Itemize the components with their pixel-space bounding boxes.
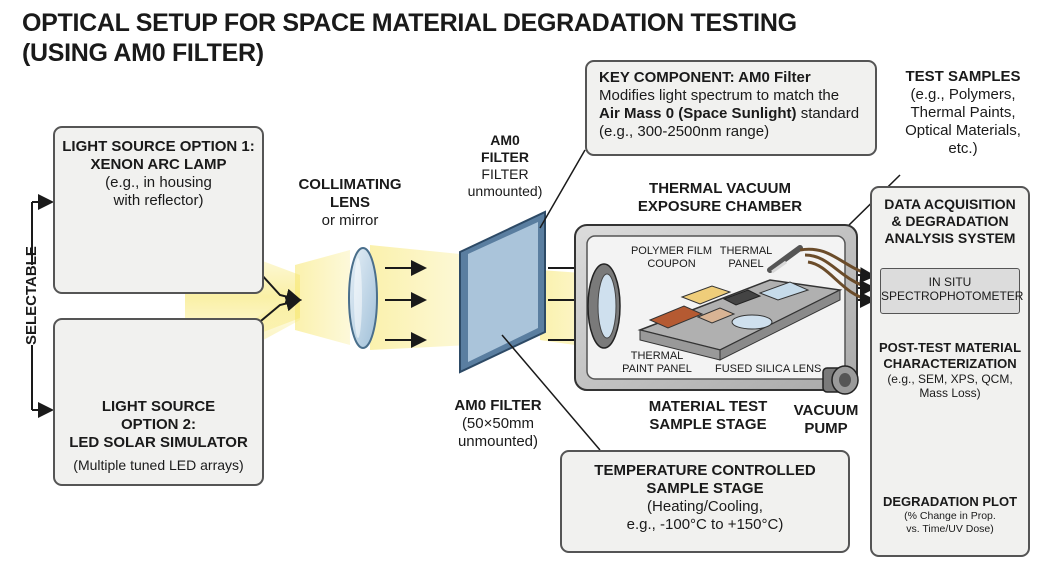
source2-line3: LED SOLAR SIMULATOR: [69, 434, 248, 451]
spectrophotometer-box: IN SITU SPECTROPHOTOMETER: [880, 268, 1023, 314]
source1-line4: with reflector): [113, 192, 204, 209]
paint-panel-label: THERMAL PAINT PANEL: [622, 350, 692, 375]
stage-label: MATERIAL TEST SAMPLE STAGE: [648, 398, 768, 433]
polymer-label: POLYMER FILM COUPON: [630, 245, 713, 270]
chamber-label: THERMAL VACUUM EXPOSURE CHAMBER: [637, 180, 803, 215]
pump-label: VACUUM PUMP: [793, 402, 859, 437]
filter-top-label: AM0 FILTER FILTER unmounted): [467, 132, 543, 199]
temp-stage-box: TEMPERATURE CONTROLLED SAMPLE STAGE (Hea…: [560, 450, 850, 553]
key-component-heading: KEY COMPONENT: AM0 Filter: [599, 69, 811, 86]
key-component-box: KEY COMPONENT: AM0 Filter Modifies light…: [585, 60, 877, 156]
source2-line4: (Multiple tuned LED arrays): [73, 457, 244, 473]
source2-box: LIGHT SOURCE OPTION 2: LED SOLAR SIMULAT…: [53, 318, 264, 486]
vacuum-pump-icon: [822, 365, 859, 395]
fused-silica-label: FUSED SILICA LENS: [715, 363, 822, 375]
lens-label: COLLIMATING LENS or mirror: [298, 176, 402, 229]
filter-bottom-label: AM0 FILTER (50×50mm unmounted): [454, 397, 542, 450]
source1-box: LIGHT SOURCE OPTION 1: XENON ARC LAMP (e…: [53, 126, 264, 294]
filter-plate-icon: [459, 210, 546, 374]
source1-line3: (e.g., in housing: [105, 174, 212, 191]
title-line-2: (USING AM0 FILTER): [22, 39, 264, 67]
daq-box: DATA ACQUISITION & DEGRADATION ANALYSIS …: [870, 186, 1030, 557]
key-component-line1: Modifies light spectrum to match the: [599, 87, 840, 104]
source2-line2: OPTION 2:: [120, 416, 196, 433]
test-samples-label: TEST SAMPLES (e.g., Polymers, Thermal Pa…: [905, 68, 1021, 157]
source1-line1: LIGHT SOURCE OPTION 1:: [62, 138, 255, 155]
lens-icon: [348, 247, 378, 349]
page-title: OPTICAL SETUP FOR SPACE MATERIAL DEGRADA…: [22, 8, 797, 68]
thermal-panel-label: THERMAL PANEL: [719, 245, 773, 270]
source1-line2: XENON ARC LAMP: [90, 156, 227, 173]
source2-line1: LIGHT SOURCE: [101, 398, 216, 415]
title-line-1: OPTICAL SETUP FOR SPACE MATERIAL DEGRADA…: [22, 9, 797, 37]
vacuum-chamber-icon: [574, 224, 876, 391]
key-component-line3: (e.g., 300-2500nm range): [599, 123, 770, 140]
selectable-label: SELECTABLE: [23, 246, 41, 345]
key-component-line2: Air Mass 0 (Space Sunlight) standard: [599, 105, 860, 122]
